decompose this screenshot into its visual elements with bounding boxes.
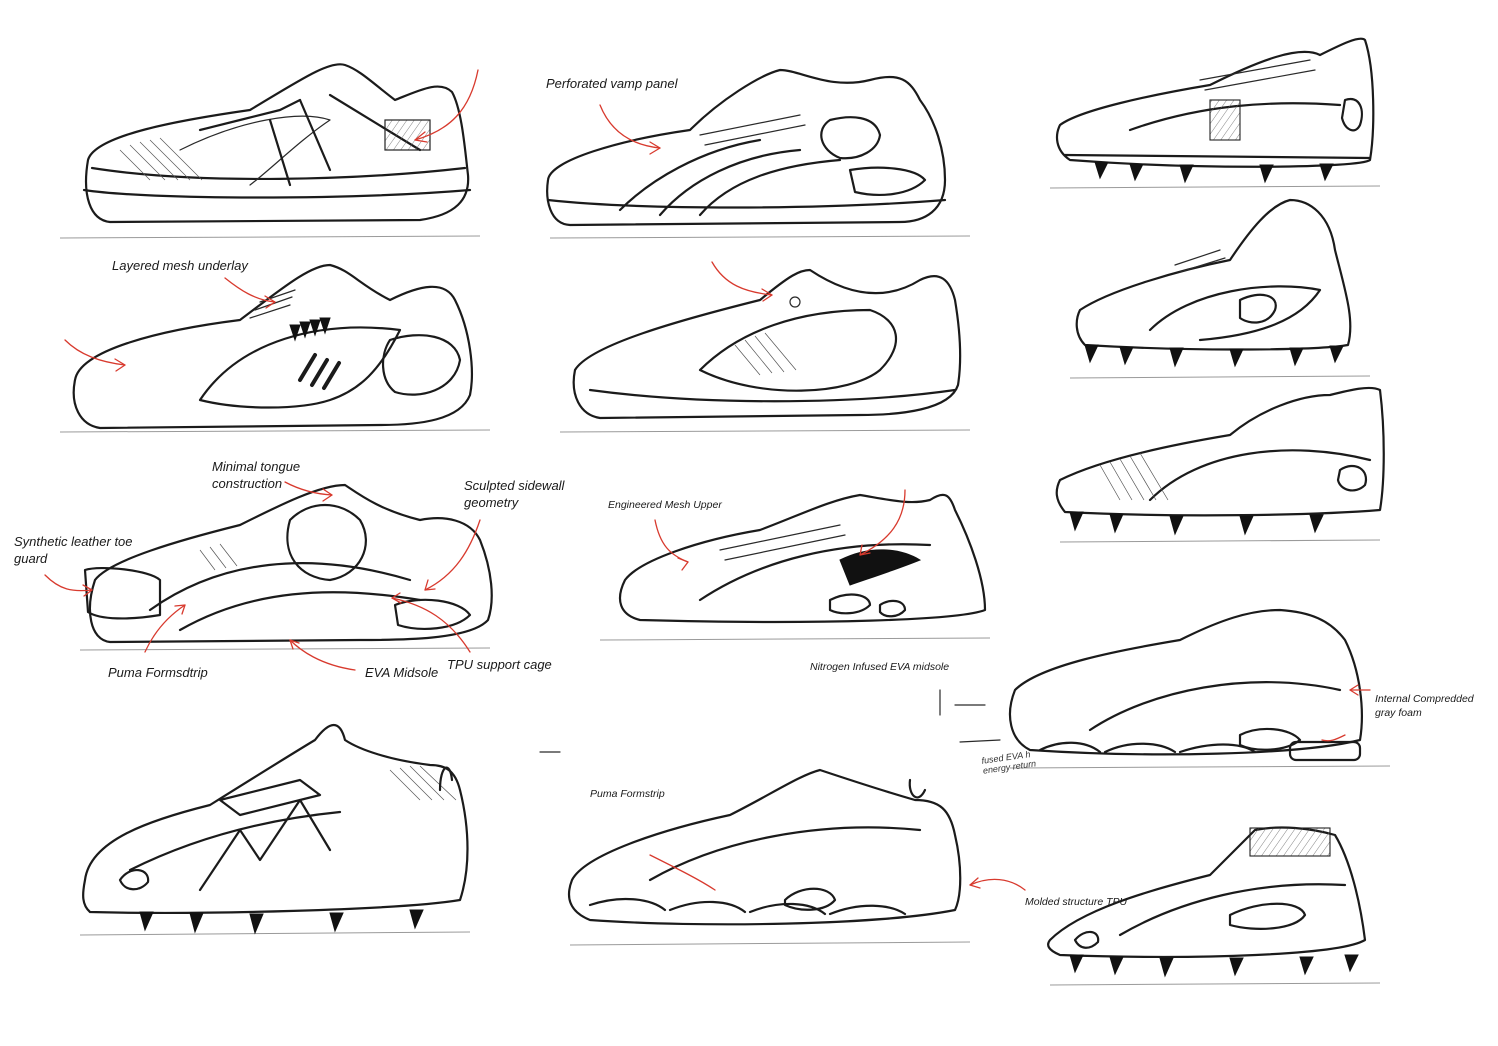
sketch-runner-top-left — [59, 63, 481, 239]
sketch-cleat-row2-right — [1069, 198, 1371, 379]
label-minimal-tongue: Minimal tongue construction — [212, 459, 301, 491]
label-nitrogen-eva-midsole: Nitrogen Infused EVA midsole — [810, 661, 950, 673]
sketch-runner-row4-right — [1008, 608, 1391, 769]
label-perforated-vamp-panel: Perforated vamp panel — [546, 76, 678, 91]
label-tpu-support-cage: TPU support cage — [447, 657, 552, 672]
stray-marks — [539, 689, 1001, 753]
sketch-runner-row2-middle — [559, 261, 971, 433]
label-eva-midsole: EVA Midsole — [365, 665, 439, 680]
sketch-runner-row2-left — [59, 263, 491, 433]
sketch-runner-annotated — [44, 481, 493, 671]
label-puma-formstrip: Puma Formstrip — [590, 788, 665, 800]
label-molded-structure-tpu: Molded structure TPU — [1025, 896, 1128, 908]
sketch-runner-top-middle — [546, 68, 971, 239]
label-layered-mesh-underlay: Layered mesh underlay — [112, 258, 248, 273]
label-sculpted-sidewall: Sculpted sidewall geometry — [464, 478, 565, 510]
sketch-cleat-top-right — [1049, 37, 1381, 189]
sketch-runner-row3-middle — [599, 489, 991, 641]
sketch-cleat-bottom-left — [79, 723, 471, 936]
label-puma-formsdtrip: Puma Formsdtrip — [108, 665, 208, 680]
sketch-cleat-bottom-right — [1047, 826, 1381, 986]
label-internal-compressed-foam: Internal Compredded gray foam — [1375, 693, 1474, 719]
label-engineered-mesh-upper: Engineered Mesh Upper — [608, 499, 722, 511]
sketch-runner-bottom-middle — [567, 768, 1026, 946]
label-synthetic-leather-toe: Synthetic leather toe guard — [14, 534, 133, 566]
sketch-cleat-row3-right — [1055, 386, 1385, 543]
